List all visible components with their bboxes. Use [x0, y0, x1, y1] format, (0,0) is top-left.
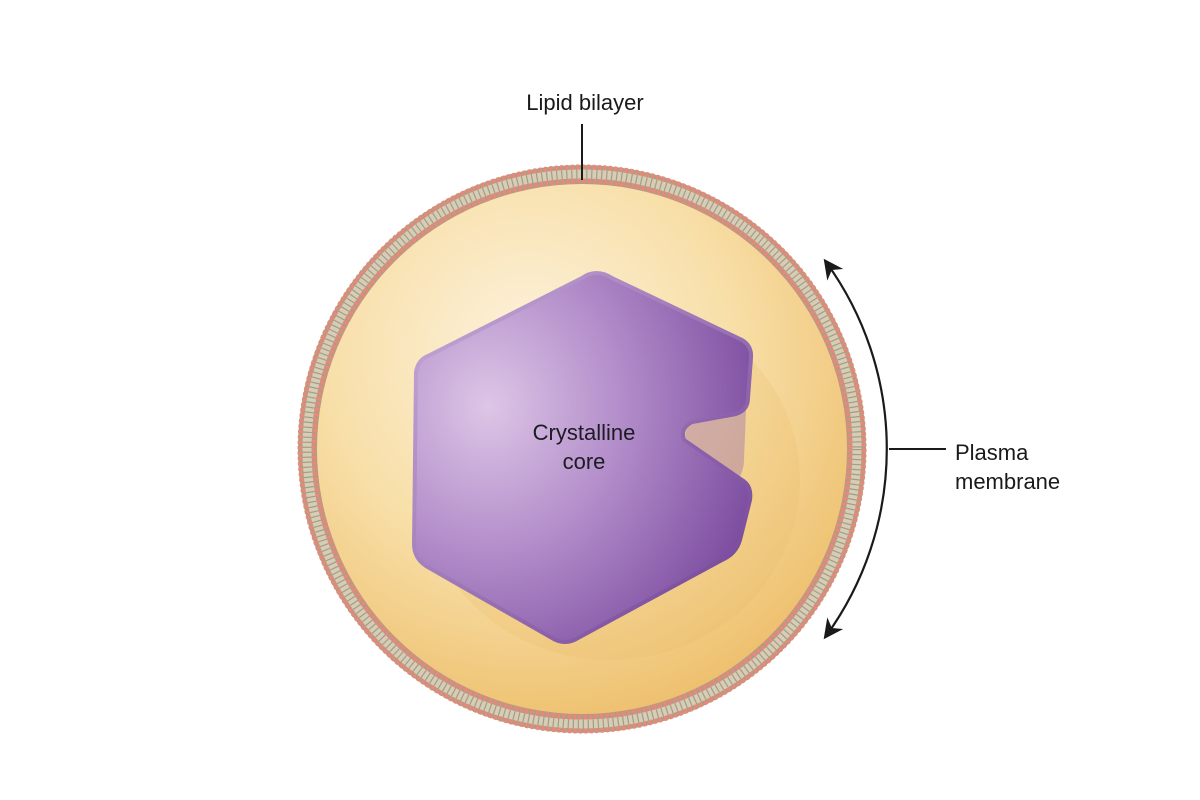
- plasma-membrane-label: Plasma membrane: [955, 438, 1060, 496]
- core-hexagon: [411, 271, 754, 644]
- plasma-membrane-label-line-1: Plasma: [955, 440, 1029, 465]
- inner-head-layer: [311, 178, 853, 720]
- crystalline-core-label: Crystalline core: [468, 418, 700, 476]
- curved-double-arrow-icon: [823, 258, 888, 640]
- plasma-membrane-label-line-2: membrane: [955, 469, 1061, 494]
- crystalline-core-shape: [411, 271, 754, 644]
- core-facet: [685, 410, 746, 480]
- crystalline-core-label-line-1: Crystalline: [532, 420, 636, 445]
- crystalline-core-label-line-2: core: [562, 449, 606, 474]
- outer-head-layer: [297, 164, 867, 734]
- lipid-bilayer-label: Lipid bilayer: [526, 90, 644, 115]
